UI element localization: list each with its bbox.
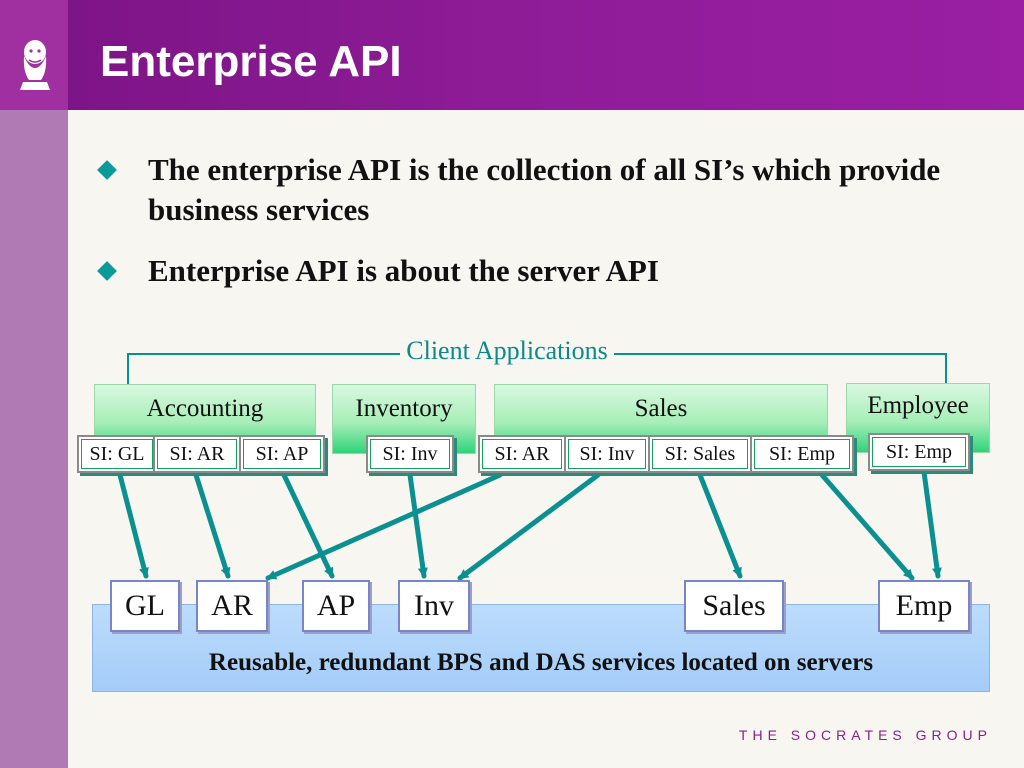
socrates-bust-icon: [20, 40, 50, 90]
logo-panel: [0, 0, 68, 110]
si-sales-ar: SI: AR: [478, 435, 566, 473]
connector-inventory-inv: [407, 472, 428, 579]
si-sales-inv: SI: Inv: [564, 435, 650, 473]
app-label: Inventory: [355, 395, 453, 422]
slide-header: [0, 0, 1024, 110]
app-label: Employee: [867, 392, 969, 419]
app-accounting: Accounting: [94, 384, 316, 454]
connector-accounting-ar: [193, 472, 231, 579]
server-sales: Sales: [684, 580, 784, 632]
app-label: Sales: [634, 395, 688, 422]
si-sales-sales: SI: Sales: [648, 435, 752, 473]
connector-sales-emp: [819, 472, 915, 581]
server-ap: AP: [302, 580, 370, 632]
connector-gl: [117, 472, 149, 579]
client-applications-label: Client Applications: [0, 336, 1024, 366]
si-employee-emp: SI: Emp: [868, 433, 970, 471]
left-accent-bar: [0, 110, 68, 768]
server-emp: Emp: [878, 580, 970, 632]
connector-sales-ar: [265, 472, 503, 581]
bullet-item: Enterprise API is about the server API: [97, 251, 980, 291]
connector-ap: [281, 472, 335, 579]
bullet-item: The enterprise API is the collection of …: [97, 150, 980, 230]
server-ar: AR: [196, 580, 268, 632]
footer-brand: THE SOCRATES GROUP: [738, 727, 992, 743]
bullet-text: The enterprise API is the collection of …: [148, 152, 941, 227]
app-label: Accounting: [146, 395, 264, 422]
connector-employee-emp: [921, 469, 942, 579]
app-inventory: Inventory: [332, 384, 476, 454]
connector-sales: [697, 472, 743, 579]
si-sales-emp: SI: Emp: [750, 435, 854, 473]
server-gl: GL: [110, 580, 180, 632]
bullet-text: Enterprise API is about the server API: [148, 253, 659, 288]
server-area-label: Reusable, redundant BPS and DAS services…: [208, 649, 874, 676]
page-title: Enterprise API: [100, 37, 402, 86]
server-inv: Inv: [398, 580, 470, 632]
si-accounting-ap: SI: AP: [239, 435, 325, 473]
connector-sales-inv: [457, 472, 601, 581]
si-accounting-gl: SI: GL: [77, 435, 157, 473]
si-accounting-ar: SI: AR: [153, 435, 241, 473]
si-inventory-inv: SI: Inv: [366, 435, 454, 473]
